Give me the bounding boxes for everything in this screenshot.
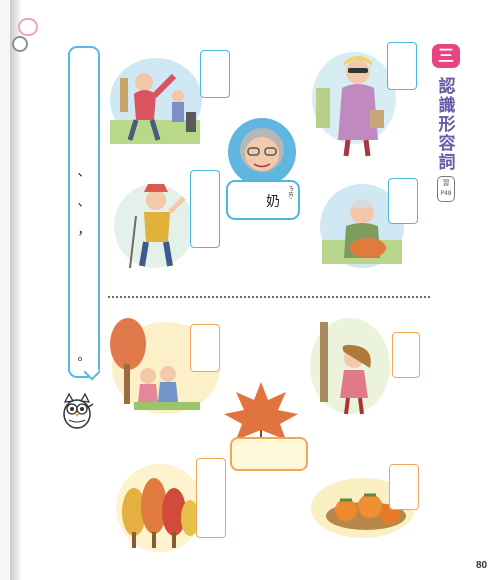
answer-box[interactable] bbox=[388, 178, 418, 224]
decor-chip bbox=[12, 36, 28, 52]
punctuation-mark: 、 bbox=[77, 195, 91, 210]
hiking-grandpa-illustration bbox=[114, 184, 194, 269]
punctuation-mark: ， bbox=[77, 223, 91, 238]
elderly-exercise-illustration bbox=[110, 58, 202, 144]
title-char: 認 bbox=[438, 77, 456, 97]
center-word-card bbox=[226, 180, 300, 220]
answer-box[interactable] bbox=[389, 464, 419, 510]
answer-box[interactable] bbox=[200, 50, 230, 98]
workbook-reference-tag: 習 P48 bbox=[437, 176, 455, 202]
book-spine-shadow bbox=[10, 0, 22, 580]
reference-page: P48 bbox=[440, 190, 452, 197]
title-char: 形 bbox=[438, 115, 456, 135]
title-char: 詞 bbox=[438, 153, 456, 173]
grandma-basket-illustration bbox=[320, 184, 404, 268]
section-number-badge: 三 bbox=[432, 44, 460, 68]
title-char: 識 bbox=[438, 96, 456, 116]
windy-girl-illustration bbox=[310, 318, 390, 415]
punctuation-mark: 、 bbox=[77, 165, 91, 180]
section-title: 認 識 形 容 詞 bbox=[438, 78, 456, 173]
answer-box[interactable] bbox=[196, 458, 226, 538]
answer-box[interactable] bbox=[190, 324, 220, 372]
workbook-page: 三 認 識 形 容 詞 習 P48 、 、 ， 。 bbox=[10, 0, 494, 580]
sentence-writing-strip[interactable]: 、 、 ， 。 bbox=[68, 46, 100, 378]
decor-chip bbox=[18, 18, 38, 36]
section-divider bbox=[108, 296, 430, 298]
reference-label: 習 bbox=[442, 179, 450, 187]
grandma-portrait-illustration bbox=[228, 118, 296, 186]
maple-leaf-illustration bbox=[224, 382, 298, 444]
center-word: 奶 bbox=[266, 194, 280, 210]
answer-box[interactable] bbox=[392, 332, 420, 378]
answer-box[interactable] bbox=[190, 170, 220, 248]
center-word-card bbox=[230, 437, 308, 471]
answer-box[interactable] bbox=[387, 42, 417, 90]
autumn-trees-illustration bbox=[116, 464, 204, 552]
title-char: 容 bbox=[438, 134, 456, 154]
punctuation-mark: 。 bbox=[77, 349, 91, 364]
owl-mascot-icon bbox=[63, 392, 94, 429]
grandma-shopping-illustration bbox=[312, 52, 396, 157]
page-number: 80 bbox=[476, 560, 488, 571]
